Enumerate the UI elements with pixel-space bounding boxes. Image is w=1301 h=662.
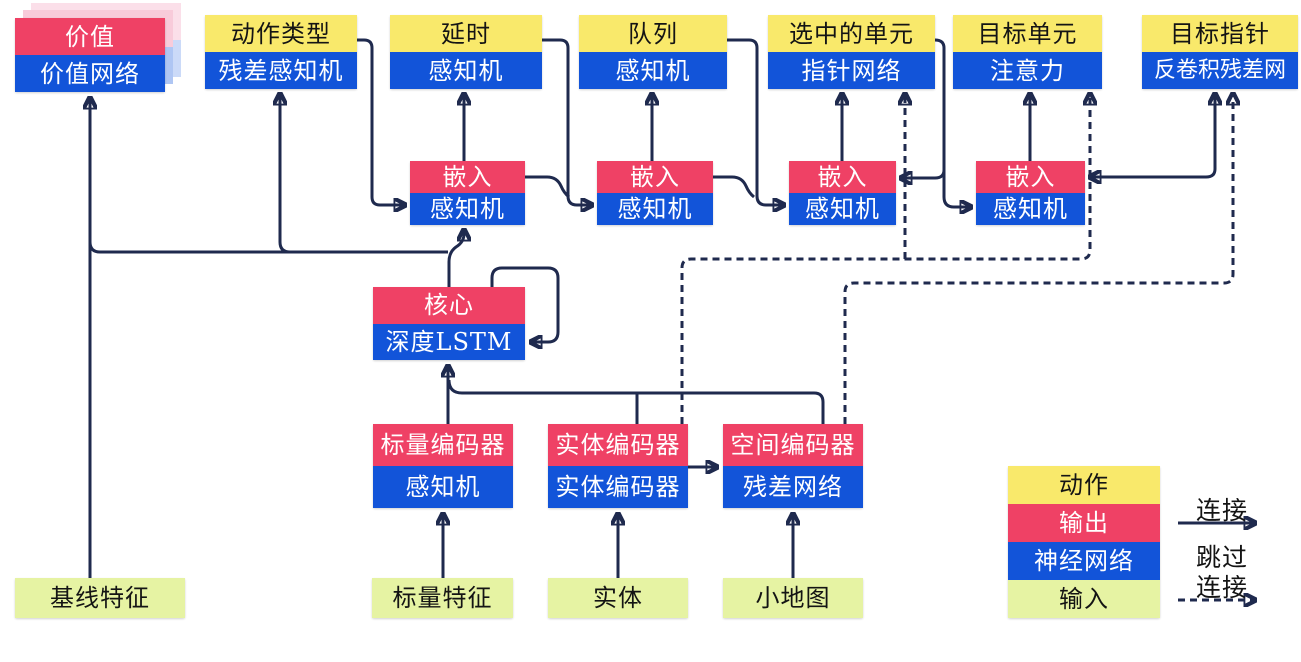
edge-encoder-merge-rail	[447, 379, 825, 424]
node-embed1: 嵌入 感知机	[410, 161, 525, 225]
node-spatial-encoder: 空间编码器 残差网络	[723, 424, 863, 508]
node-embed1-network-label: 感知机	[410, 193, 525, 225]
input-scalar-features: 标量特征	[372, 578, 513, 618]
node-delay: 延时 感知机	[390, 15, 542, 89]
legend-color-key: 动作 输出 神经网络 输入	[1008, 466, 1160, 618]
legend-connection-label: 连接	[1195, 496, 1248, 525]
node-delay-network-label: 感知机	[390, 52, 542, 89]
node-embed3-network-label: 感知机	[789, 193, 896, 225]
edge-selected-units-to-embed4	[934, 38, 971, 207]
node-embed4: 嵌入 感知机	[976, 161, 1085, 225]
node-embed4-network-label: 感知机	[976, 193, 1085, 225]
node-embed2-output-label: 嵌入	[597, 161, 713, 193]
node-embed2-network-label: 感知机	[597, 193, 713, 225]
edge-action-type-to-embed1	[357, 38, 405, 205]
input-entities: 实体	[548, 578, 688, 618]
node-target-unit-action-label: 目标单元	[953, 15, 1102, 52]
edge-delay-to-embed2	[542, 38, 592, 205]
node-embed3-output-label: 嵌入	[789, 161, 896, 193]
node-action-type-network-label: 残差感知机	[205, 52, 357, 89]
node-queue-network-label: 感知机	[579, 52, 727, 89]
node-value: 价值 价值网络	[15, 18, 165, 92]
edge-core-to-embed1	[447, 230, 464, 287]
node-selected-units-network-label: 指针网络	[768, 52, 935, 89]
skip-spatial-encoder-to-target-point	[843, 94, 1233, 424]
node-scalar-encoder-output-label: 标量编码器	[373, 424, 513, 466]
node-core: 核心 深度LSTM	[373, 287, 525, 360]
node-embed3: 嵌入 感知机	[789, 161, 896, 225]
node-spatial-encoder-network-label: 残差网络	[723, 466, 863, 508]
node-entity-encoder-network-label: 实体编码器	[548, 466, 688, 508]
node-spatial-encoder-output-label: 空间编码器	[723, 424, 863, 466]
legend-skip-label-line1: 跳过	[1195, 543, 1248, 572]
input-entities-label: 实体	[548, 578, 688, 618]
node-target-point-network-label: 反卷积残差网	[1142, 52, 1298, 89]
input-baseline-features-label: 基线特征	[15, 578, 185, 618]
node-core-output-label: 核心	[373, 287, 525, 324]
node-embed4-output-label: 嵌入	[976, 161, 1085, 193]
legend-output-label: 输出	[1008, 504, 1160, 542]
node-value-output-label: 价值	[15, 18, 165, 55]
node-target-point-action-label: 目标指针	[1142, 15, 1298, 52]
edge-embed1-to-embed2	[525, 175, 570, 199]
input-baseline-features: 基线特征	[15, 578, 185, 618]
legend-input-label: 输入	[1008, 580, 1160, 618]
input-scalar-features-label: 标量特征	[372, 578, 513, 618]
node-action-type: 动作类型 残差感知机	[205, 15, 357, 89]
node-action-type-action-label: 动作类型	[205, 15, 357, 52]
node-queue-action-label: 队列	[579, 15, 727, 52]
node-selected-units-action-label: 选中的单元	[768, 15, 935, 52]
edge-queue-to-embed3	[727, 38, 784, 205]
node-queue: 队列 感知机	[579, 15, 727, 89]
edge-rail-to-action-type	[280, 94, 291, 254]
edge-selected-units-to-embed3	[901, 169, 946, 178]
legend-network-label: 神经网络	[1008, 542, 1160, 580]
node-embed1-output-label: 嵌入	[410, 161, 525, 193]
edge-target-point-embed4-link	[1090, 100, 1217, 177]
node-selected-units: 选中的单元 指针网络	[768, 15, 935, 89]
node-target-unit-network-label: 注意力	[953, 52, 1102, 89]
node-scalar-encoder-network-label: 感知机	[373, 466, 513, 508]
edge-core-left-rail	[88, 241, 448, 254]
node-entity-encoder: 实体编码器 实体编码器	[548, 424, 688, 508]
input-minimap: 小地图	[723, 578, 863, 618]
edge-core-self-loop	[490, 266, 560, 342]
node-embed2: 嵌入 感知机	[597, 161, 713, 225]
node-delay-action-label: 延时	[390, 15, 542, 52]
input-minimap-label: 小地图	[723, 578, 863, 618]
node-core-network-label: 深度LSTM	[373, 323, 525, 360]
edge-embed2-to-embed3	[713, 175, 755, 199]
legend-action-label: 动作	[1008, 466, 1160, 504]
node-target-unit: 目标单元 注意力	[953, 15, 1102, 89]
node-target-point: 目标指针 反卷积残差网	[1142, 15, 1298, 89]
node-value-network-label: 价值网络	[15, 55, 165, 92]
legend-skip-label-line2: 连接	[1195, 573, 1248, 602]
skip-entity-encoder-to-target-unit	[680, 94, 1090, 424]
node-entity-encoder-output-label: 实体编码器	[548, 424, 688, 466]
node-scalar-encoder: 标量编码器 感知机	[373, 424, 513, 508]
